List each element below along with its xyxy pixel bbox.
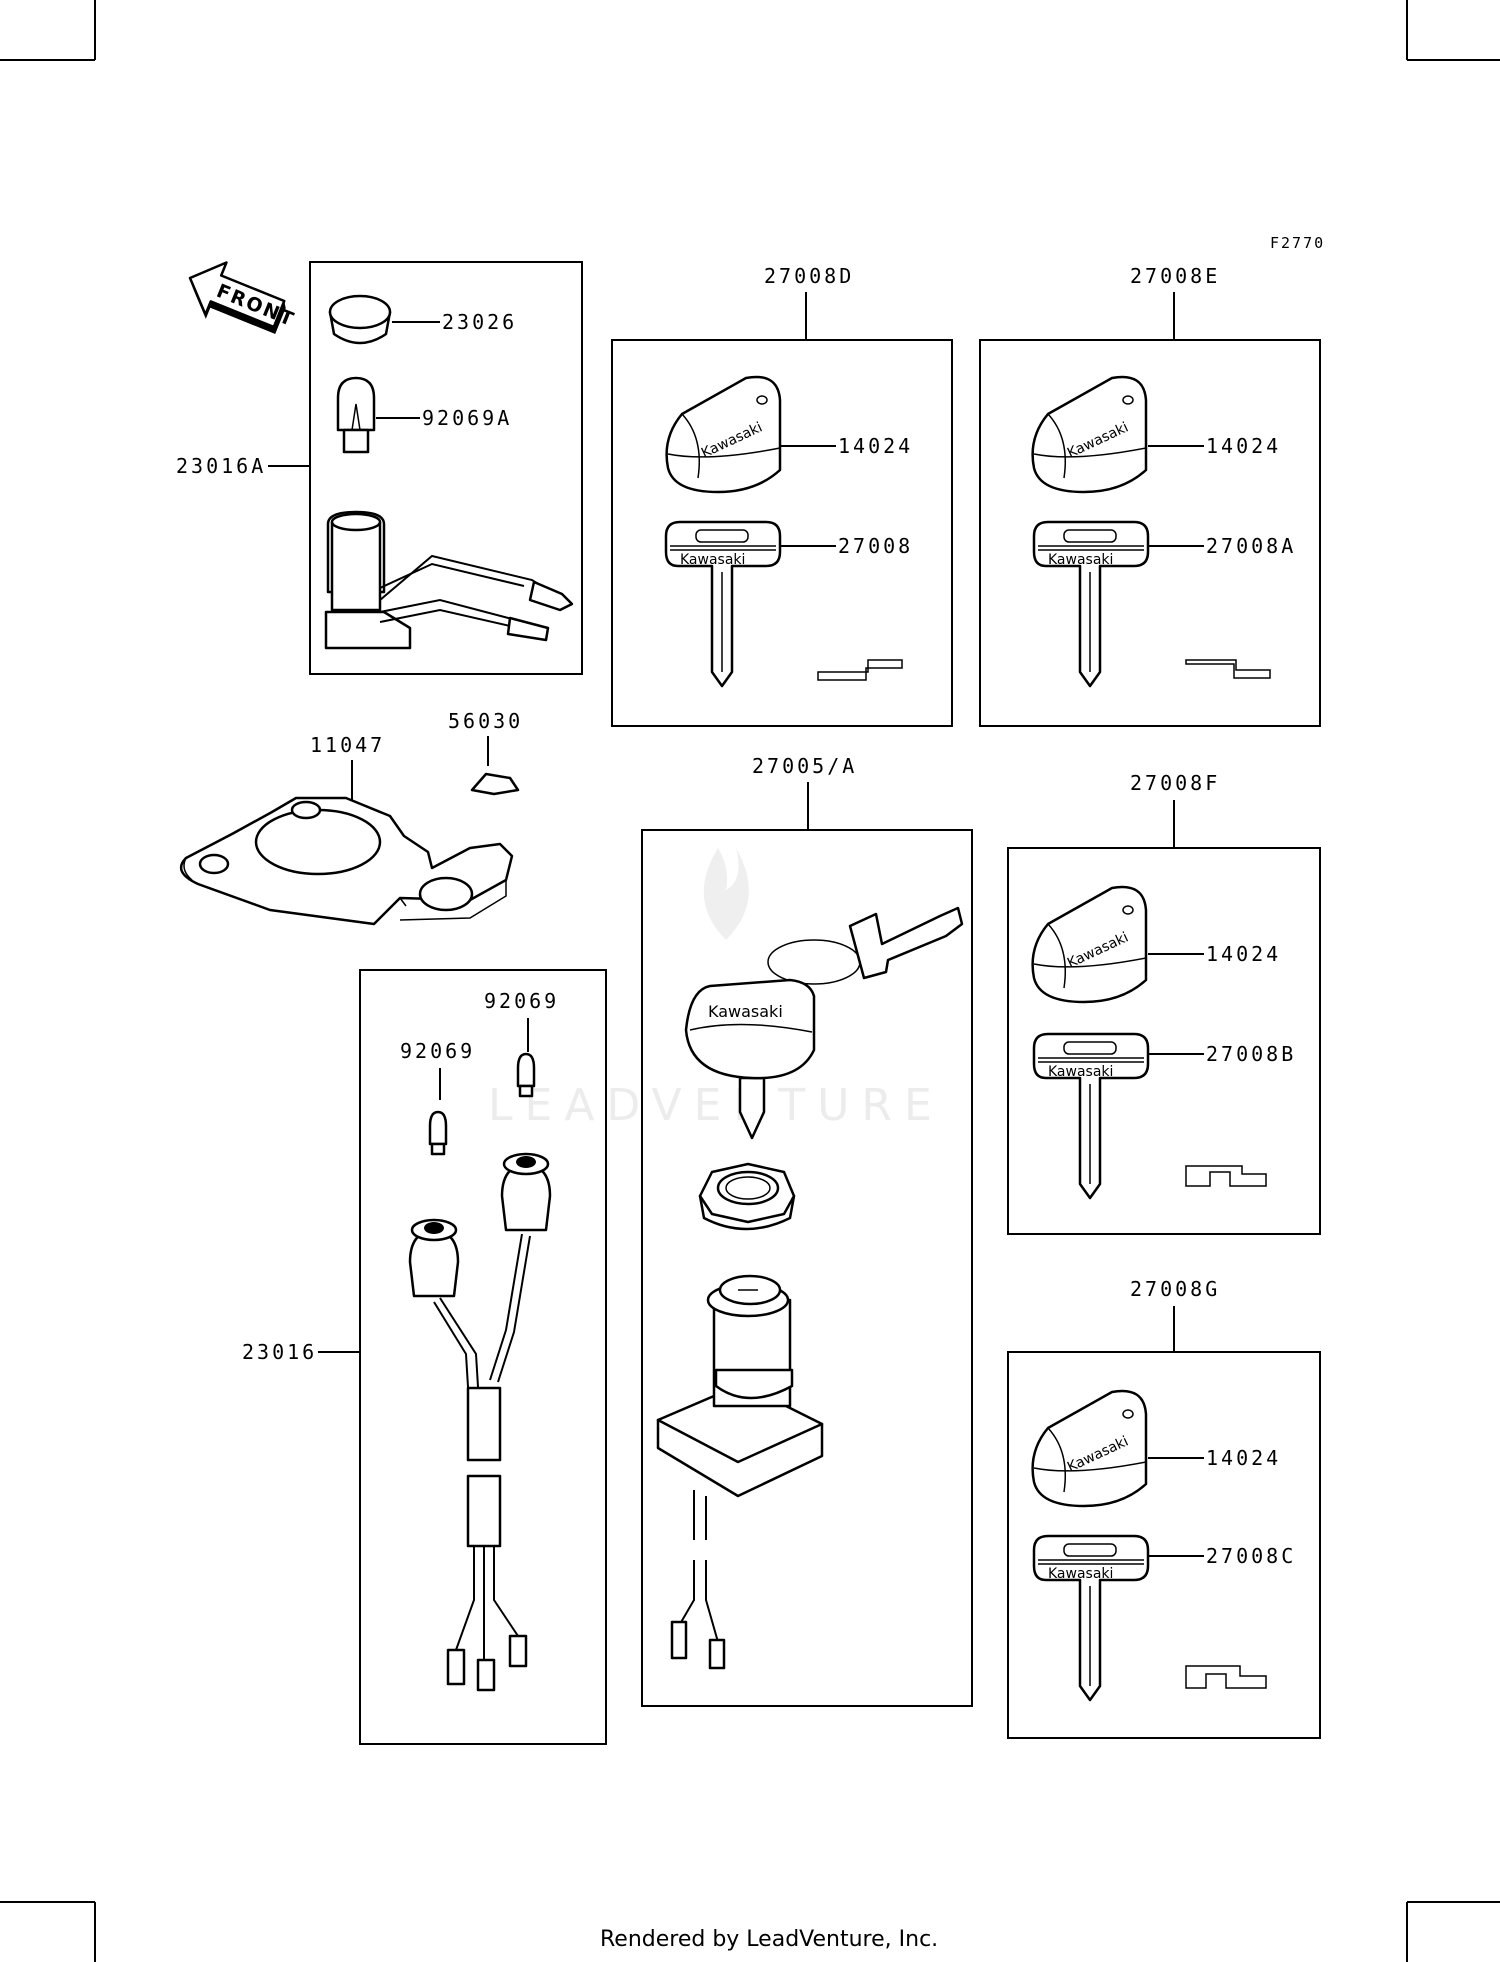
watermark: LEADVENTURE bbox=[488, 848, 944, 1131]
brand-key-d: Kawasaki bbox=[680, 552, 745, 568]
label-14024-f: 14024 bbox=[1206, 942, 1281, 966]
watermark-text: LEADVENTURE bbox=[488, 1080, 944, 1131]
label-27008F: 27008F bbox=[1130, 771, 1220, 795]
label-27008C: 27008C bbox=[1206, 1544, 1296, 1568]
figure-code: F2770 bbox=[1270, 234, 1325, 252]
label-92069-b: 92069 bbox=[400, 1039, 475, 1063]
label-27008B: 27008B bbox=[1206, 1042, 1296, 1066]
front-arrow-icon: FRONT bbox=[188, 261, 298, 335]
assembly-23016A: 23026 92069A 23016A bbox=[176, 261, 583, 675]
key-set-27008D: 27008D Kawasaki 14024 Kawasaki 27008 bbox=[611, 264, 953, 727]
label-27008D: 27008D bbox=[764, 264, 854, 288]
key-with-ring: Kawasaki bbox=[684, 906, 964, 1140]
plate-11047: 56030 11047 bbox=[179, 709, 523, 926]
label-14024-g: 14024 bbox=[1206, 1446, 1281, 1470]
key-set-27008F: 27008F Kawasaki 14024 Kawasaki 27008B bbox=[1007, 771, 1321, 1235]
label-23026: 23026 bbox=[442, 310, 517, 334]
brand-key-g: Kawasaki bbox=[1048, 1566, 1113, 1582]
footer-credit: Rendered by LeadVenture, Inc. bbox=[600, 1927, 938, 1952]
label-14024-d: 14024 bbox=[838, 434, 913, 458]
brand-ignition-knob: Kawasaki bbox=[708, 1002, 783, 1021]
socket-with-leads bbox=[324, 510, 574, 650]
label-27008G: 27008G bbox=[1130, 1277, 1220, 1301]
label-14024-e: 14024 bbox=[1206, 434, 1281, 458]
label-23016: 23016 bbox=[242, 1340, 317, 1364]
label-56030: 56030 bbox=[448, 709, 523, 733]
switch-body bbox=[656, 1274, 824, 1670]
label-27008: 27008 bbox=[838, 534, 913, 558]
brand-key-f: Kawasaki bbox=[1048, 1064, 1113, 1080]
label-92069-a: 92069 bbox=[484, 989, 559, 1013]
hex-nut bbox=[698, 1162, 796, 1231]
ignition-switch-27005A: 27005/A Kawasaki bbox=[641, 754, 973, 1707]
label-23016A: 23016A bbox=[176, 454, 266, 478]
label-92069A: 92069A bbox=[422, 406, 512, 430]
harness-23016: 92069 92069 23016 bbox=[242, 969, 607, 1745]
brand-key-e: Kawasaki bbox=[1048, 552, 1113, 568]
bulb-92069A: 92069A bbox=[336, 376, 512, 454]
key-set-27008G: 27008G Kawasaki 14024 Kawasaki 27008C bbox=[1007, 1277, 1321, 1739]
label-27008A: 27008A bbox=[1206, 534, 1296, 558]
label-11047: 11047 bbox=[310, 733, 385, 757]
label-27005A: 27005/A bbox=[752, 754, 857, 778]
key-set-27008E: 27008E Kawasaki 14024 Kawasaki 27008A bbox=[979, 264, 1321, 727]
label-27008E: 27008E bbox=[1130, 264, 1220, 288]
cap-23026: 23026 bbox=[328, 294, 517, 345]
